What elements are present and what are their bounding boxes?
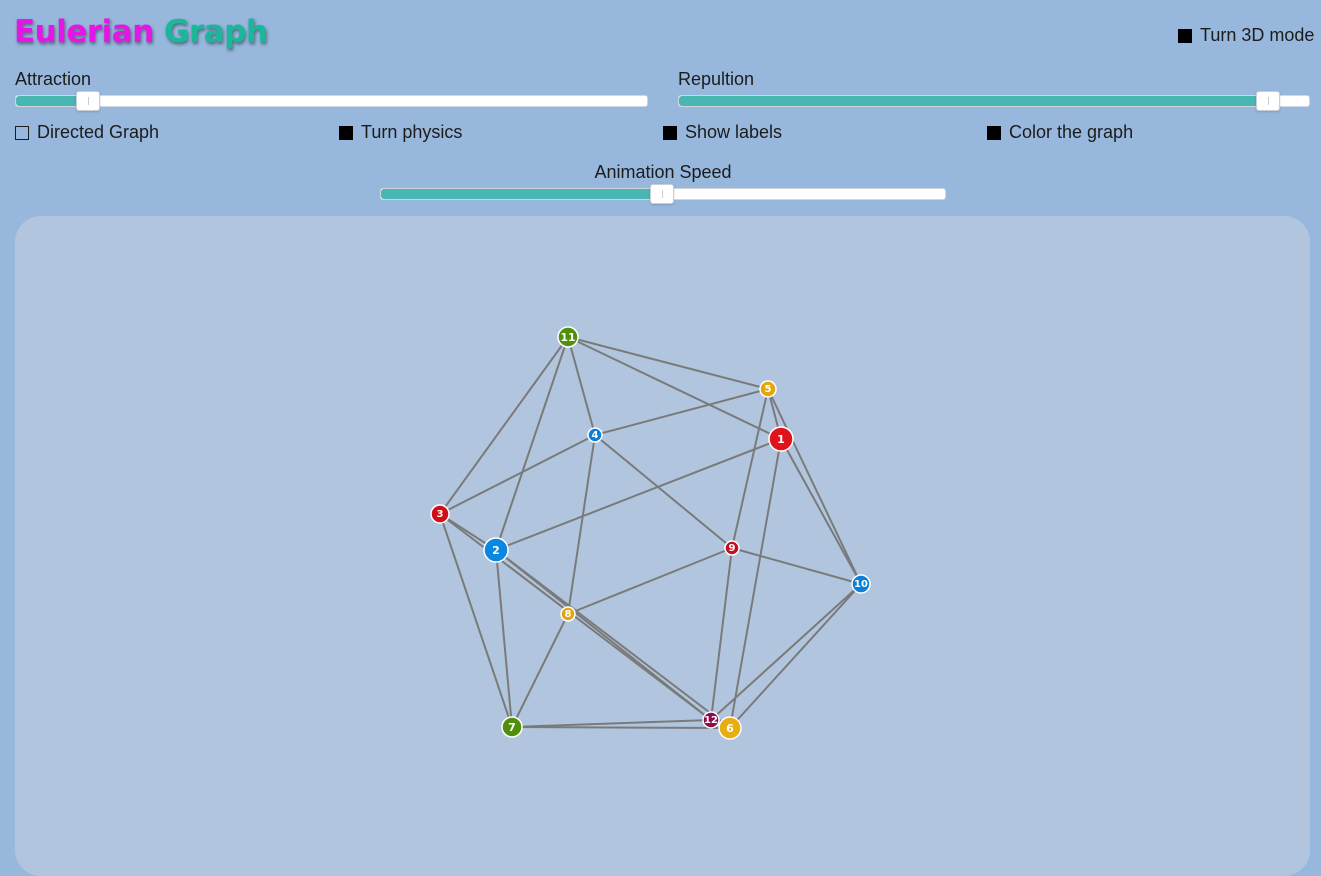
graph-edge-1-6	[729, 438, 782, 729]
graph-edge-1-10	[780, 438, 862, 585]
checkbox-color-graph[interactable]	[987, 125, 1001, 140]
graph-edge-9-10	[731, 547, 862, 585]
checkbox-show-labels[interactable]	[663, 125, 677, 140]
graph-node-label: 2	[492, 544, 500, 557]
toggle-3d-mode-label: Turn 3D mode	[1200, 25, 1315, 45]
graph-edge-4-8	[567, 434, 596, 615]
title-word-graph: Graph	[164, 14, 268, 50]
graph-node-3[interactable]: 3	[430, 504, 450, 524]
graph-node-label: 12	[704, 715, 718, 726]
graph-edge-7-12	[511, 719, 712, 728]
graph-edge-3-7	[439, 513, 513, 728]
graph-node-7[interactable]: 7	[501, 716, 523, 738]
graph-node-circle[interactable]	[430, 504, 450, 524]
graph-edge-11-3	[439, 336, 569, 515]
checkbox-physics[interactable]	[339, 125, 353, 140]
title-word-eulerian: Eulerian	[14, 14, 154, 50]
graph-edge-11-4	[567, 336, 596, 436]
app-title: Eulerian Graph	[14, 14, 268, 50]
graph-edge-4-9	[594, 434, 733, 549]
attraction-label: Attraction	[15, 69, 92, 89]
graph-node-circle[interactable]	[718, 716, 742, 740]
graph-edge-11-1	[567, 336, 782, 440]
graph-edge-11-5	[567, 336, 769, 390]
repulsion-slider-thumb[interactable]	[1256, 91, 1281, 111]
graph-node-label: 11	[560, 331, 575, 344]
edges-layer	[439, 336, 862, 729]
graph-edge-2-7	[495, 549, 513, 728]
graph-node-10[interactable]: 10	[851, 574, 871, 594]
repulsion-slider[interactable]	[678, 91, 1310, 111]
animation-speed-slider-thumb[interactable]	[649, 184, 674, 204]
toggle-color-graph[interactable]: Color the graph	[987, 122, 1133, 143]
graph-node-circle[interactable]	[724, 540, 740, 556]
graph-node-2[interactable]: 2	[483, 537, 509, 563]
graph-node-label: 6	[726, 722, 734, 735]
toggle-directed-graph-label: Directed Graph	[37, 122, 160, 142]
toggle-show-labels-label: Show labels	[685, 122, 783, 142]
graph-node-12[interactable]: 12	[702, 711, 720, 729]
graph-node-label: 7	[508, 721, 516, 734]
graph-edge-7-6	[511, 726, 731, 729]
graph-node-circle[interactable]	[851, 574, 871, 594]
graph-edge-5-10	[767, 388, 862, 585]
graph-edge-2-6	[495, 549, 731, 729]
attraction-slider-thumb[interactable]	[75, 91, 100, 111]
graph-node-label: 3	[437, 509, 444, 520]
graph-edge-9-12	[710, 547, 733, 721]
graph-edge-5-9	[731, 388, 769, 549]
repulsion-label: Repultion	[678, 69, 755, 89]
graph-node-label: 8	[565, 609, 572, 620]
toggle-show-labels[interactable]: Show labels	[663, 122, 782, 143]
graph-edge-9-8	[567, 547, 733, 615]
graph-node-label: 1	[777, 433, 785, 446]
graph-edge-1-2	[495, 438, 782, 551]
graph-node-circle[interactable]	[501, 716, 523, 738]
graph-node-circle[interactable]	[483, 537, 509, 563]
graph-node-8[interactable]: 8	[560, 606, 576, 622]
graph-node-circle[interactable]	[560, 606, 576, 622]
graph-node-4[interactable]: 4	[587, 427, 603, 443]
graph-edge-4-3	[439, 434, 596, 515]
graph-edge-10-6	[729, 583, 862, 729]
graph-node-label: 4	[592, 430, 599, 441]
attraction-slider-fill	[16, 96, 88, 106]
animation-speed-slider-fill	[381, 189, 662, 199]
graph-node-circle[interactable]	[702, 711, 720, 729]
graph-node-label: 9	[729, 543, 736, 554]
animation-speed-label: Animation Speed	[594, 162, 732, 182]
graph-node-circle[interactable]	[768, 426, 794, 452]
graph-node-9[interactable]: 9	[724, 540, 740, 556]
toggle-3d-mode[interactable]: Turn 3D mode	[1178, 25, 1314, 46]
graph-edge-8-7	[511, 613, 569, 728]
graph-edge-10-12	[710, 583, 862, 721]
attraction-slider[interactable]	[15, 91, 648, 111]
toggle-directed-graph[interactable]: Directed Graph	[15, 122, 159, 143]
checkbox-directed-graph[interactable]	[15, 125, 29, 140]
toggle-physics[interactable]: Turn physics	[339, 122, 462, 143]
graph-node-label: 10	[854, 579, 868, 590]
graph-node-5[interactable]: 5	[759, 380, 777, 398]
graph-node-label: 5	[765, 384, 772, 395]
animation-speed-slider[interactable]	[380, 184, 946, 204]
graph-node-1[interactable]: 1	[768, 426, 794, 452]
graph-node-circle[interactable]	[557, 326, 579, 348]
graph-node-circle[interactable]	[587, 427, 603, 443]
toggle-color-graph-label: Color the graph	[1009, 122, 1134, 142]
graph-edge-11-2	[495, 336, 569, 551]
graph-node-11[interactable]: 11	[557, 326, 579, 348]
graph-node-6[interactable]: 6	[718, 716, 742, 740]
checkbox-3d-mode[interactable]	[1178, 28, 1192, 43]
repulsion-slider-fill	[679, 96, 1269, 106]
toggle-physics-label: Turn physics	[361, 122, 463, 142]
graph-edge-5-4	[594, 388, 769, 436]
graph-node-circle[interactable]	[759, 380, 777, 398]
